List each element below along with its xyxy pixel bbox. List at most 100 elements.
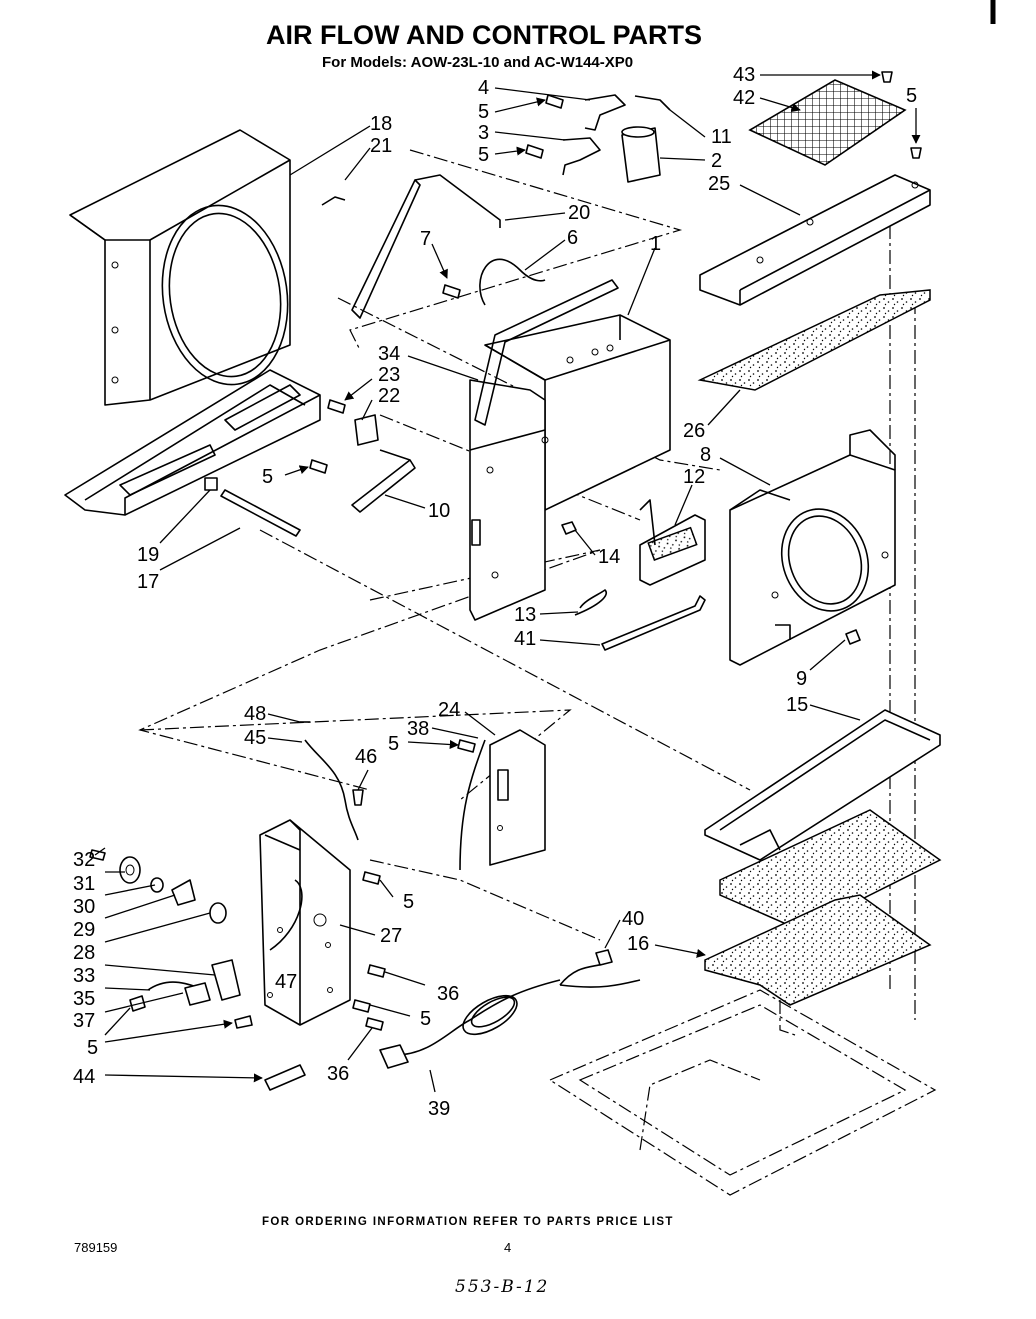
- callout-42: 42: [733, 87, 755, 109]
- seal-part-34: [474, 279, 619, 426]
- screw-5-box-a: [362, 871, 381, 885]
- relay-part-35: [184, 982, 211, 1006]
- callout-21: 21: [370, 135, 392, 157]
- drain-pan-part-15: [704, 709, 941, 861]
- wire-part-38: [459, 739, 486, 871]
- callout-33: 33: [73, 965, 95, 987]
- rod-part-41: [601, 595, 706, 651]
- rod-brace: [351, 179, 421, 319]
- fan-shroud-part-18: [69, 129, 291, 406]
- rod-part-17: [220, 489, 301, 537]
- control-bracket-part-12: [639, 499, 706, 586]
- clip-part-11: [634, 95, 671, 111]
- orifice-panel-part-8: [729, 429, 896, 666]
- filter-pad-upper: [719, 809, 942, 931]
- callout-13: 13: [514, 604, 536, 626]
- callout-35: 35: [73, 988, 95, 1010]
- callout-18: 18: [370, 113, 392, 135]
- grille-part-42: [748, 79, 907, 166]
- callout-5: 5: [420, 1008, 431, 1030]
- page-number: 4: [504, 1240, 511, 1255]
- screw-part-38: [457, 739, 476, 753]
- callout-46: 46: [355, 746, 377, 768]
- callout-36: 36: [437, 983, 459, 1005]
- handwritten-code: 553-B-12: [455, 1277, 549, 1297]
- ordering-note: FOR ORDERING INFORMATION REFER TO PARTS …: [262, 1216, 674, 1228]
- switch-part-28: [211, 959, 241, 1001]
- screw-5-top-a: [545, 94, 564, 109]
- callout-2: 2: [711, 150, 722, 172]
- callout-19: 19: [137, 544, 159, 566]
- document-number: 789159: [74, 1240, 117, 1255]
- screw-5-box-b: [352, 999, 371, 1013]
- callout-34: 34: [378, 343, 400, 365]
- callout-3: 3: [478, 122, 489, 144]
- callout-28: 28: [73, 942, 95, 964]
- bracket-part-3: [562, 137, 601, 176]
- callout-48: 48: [244, 703, 266, 725]
- callout-20: 20: [568, 202, 590, 224]
- callout-11: 11: [711, 126, 732, 148]
- callout-47: 47: [275, 971, 297, 993]
- callout-5: 5: [906, 85, 917, 107]
- callout-40: 40: [622, 908, 644, 930]
- callout-5: 5: [478, 144, 489, 166]
- callout-24: 24: [438, 699, 460, 721]
- callout-38: 38: [407, 718, 429, 740]
- callout-44: 44: [73, 1066, 95, 1088]
- model-subtitle: For Models: AOW-23L-10 and AC-W144-XP0: [322, 54, 633, 71]
- callout-22: 22: [378, 385, 400, 407]
- callout-5: 5: [478, 101, 489, 123]
- callout-31: 31: [73, 873, 95, 895]
- partition-part-1: [469, 314, 671, 621]
- callout-45: 45: [244, 727, 266, 749]
- callout-5: 5: [87, 1037, 98, 1059]
- screw-part-23: [327, 399, 346, 414]
- wire-part-6: [479, 258, 546, 306]
- callout-5: 5: [262, 466, 273, 488]
- knob-parts-29-32: [89, 849, 227, 924]
- callout-numbers: 43 42 5 25 4 5 3 5 11 2 18 21 20 7 6 1 3…: [73, 64, 917, 1120]
- screw-part-46: [352, 789, 364, 806]
- callout-9: 9: [796, 668, 807, 690]
- screw-5-left: [309, 459, 328, 474]
- capacitor-part-2: [621, 126, 661, 183]
- callout-23: 23: [378, 364, 400, 386]
- screw-part-36-a: [367, 964, 386, 978]
- nut-part-14: [561, 521, 577, 535]
- control-box-part-27: [259, 819, 351, 1026]
- insulation-part-26: [697, 289, 931, 391]
- callout-25: 25: [708, 173, 730, 195]
- callout-5: 5: [403, 891, 414, 913]
- filter-pad-part-16: [704, 894, 932, 1006]
- callout-39: 39: [428, 1098, 450, 1120]
- callout-6: 6: [567, 227, 578, 249]
- callout-7: 7: [420, 228, 431, 250]
- clip-part-13: [574, 589, 607, 616]
- connector-part-40: [595, 949, 613, 966]
- callout-30: 30: [73, 896, 95, 918]
- bracket-part-44: [264, 1064, 306, 1091]
- base-frame-outline: [548, 989, 937, 1196]
- nut-part-9: [845, 629, 861, 645]
- callout-4: 4: [478, 77, 489, 99]
- callout-32: 32: [73, 849, 95, 871]
- callout-27: 27: [380, 925, 402, 947]
- callout-29: 29: [73, 919, 95, 941]
- callout-15: 15: [786, 694, 808, 716]
- callout-1: 1: [650, 233, 661, 255]
- cover-panel-part-25: [699, 174, 931, 306]
- screw-5-top-b: [525, 144, 544, 159]
- callout-36: 36: [327, 1063, 349, 1085]
- base-pan-part-19: [64, 369, 321, 516]
- screw-part-43: [881, 71, 893, 83]
- leader-lines: [94, 70, 921, 1093]
- screw-part-7: [442, 284, 461, 299]
- callout-43: 43: [733, 64, 755, 86]
- callout-12: 12: [683, 466, 705, 488]
- bracket-part-10: [351, 449, 416, 513]
- callout-10: 10: [428, 500, 450, 522]
- clip-part-21: [321, 196, 346, 206]
- cover-plate-part-24: [489, 729, 546, 866]
- callout-41: 41: [514, 628, 536, 650]
